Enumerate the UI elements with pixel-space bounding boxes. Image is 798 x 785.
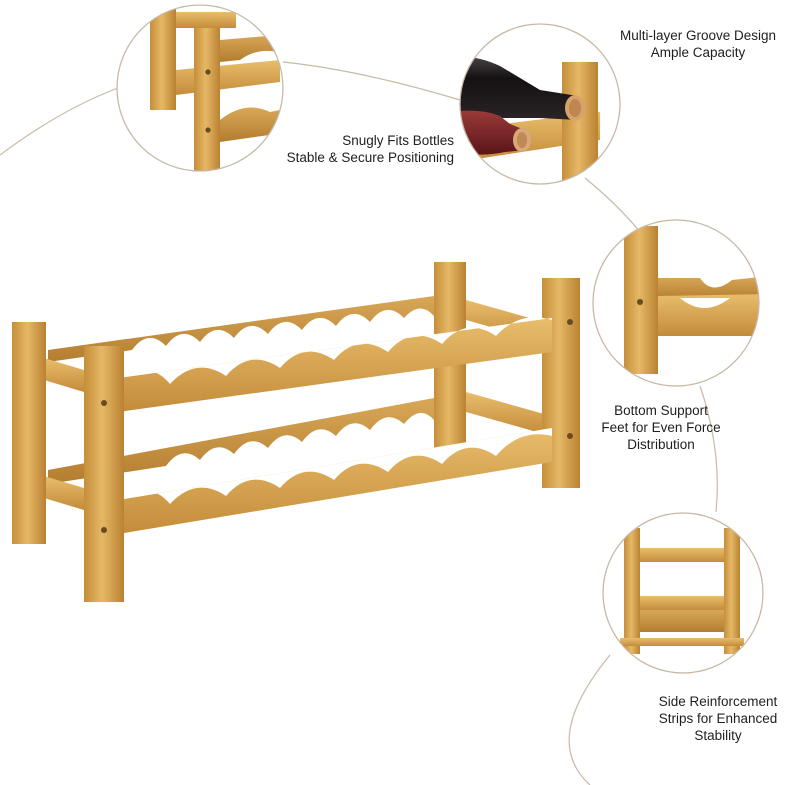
callout-groove-line1: Multi-layer Groove Design (619, 28, 777, 43)
callout-side-line3: Stability (694, 728, 742, 743)
detail-circle-groove (592, 219, 760, 387)
detail-circle-bottles (459, 23, 621, 185)
callout-groove-line2: Ample Capacity (650, 45, 746, 60)
callout-snug-line2: Stable & Secure Positioning (286, 150, 454, 165)
callout-groove-design: Multi-layer Groove Design Ample Capacity (598, 27, 798, 61)
callout-snug-fit: Snugly Fits Bottles Stable & Secure Posi… (250, 132, 454, 166)
callout-feet-line1: Bottom Support (614, 403, 708, 418)
callout-snug-line1: Snugly Fits Bottles (342, 133, 454, 148)
callout-bottom-feet: Bottom Support Feet for Even Force Distr… (574, 402, 748, 453)
callout-side-line1: Side Reinforcement (658, 694, 778, 709)
detail-circle-side (602, 512, 764, 674)
callout-feet-line2: Feet for Even Force (601, 420, 721, 435)
callout-feet-line3: Distribution (627, 437, 695, 452)
callout-side-strips: Side Reinforcement Strips for Enhanced S… (638, 693, 798, 744)
detail-circle-frame (116, 4, 284, 172)
connector-lines (0, 61, 718, 785)
wine-rack (12, 262, 580, 602)
callout-side-line2: Strips for Enhanced (658, 711, 778, 726)
